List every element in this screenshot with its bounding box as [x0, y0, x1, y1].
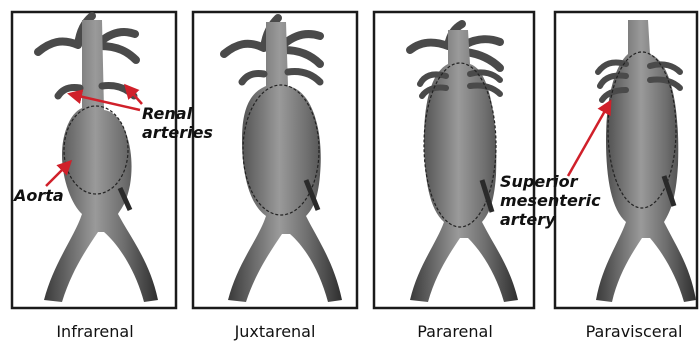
panel-label-pararenal: Pararenal	[400, 322, 510, 341]
annotation-line: artery	[500, 210, 601, 229]
aorta-annotation: Aorta	[14, 186, 64, 205]
aorta-illustration	[224, 18, 342, 302]
panel-label-paravisceral: Paravisceral	[574, 322, 694, 341]
arrow-sma	[568, 102, 610, 176]
panel-pararenal	[374, 12, 534, 308]
panel-label-juxtarenal: Juxtarenal	[220, 322, 330, 341]
sma-annotation: Superior mesenteric artery	[500, 172, 601, 229]
panel-infrarenal	[12, 12, 176, 308]
aorta-illustration	[410, 24, 518, 302]
panel-juxtarenal	[193, 12, 357, 308]
aorta-illustration	[38, 16, 158, 302]
annotation-line: Renal	[142, 104, 213, 123]
renal-arteries-annotation: Renal arteries	[142, 104, 213, 142]
annotation-line: Aorta	[14, 186, 64, 205]
panel-label-infrarenal: Infrarenal	[40, 322, 150, 341]
aorta-illustration	[596, 20, 696, 302]
annotation-line: arteries	[142, 123, 213, 142]
annotation-line: Superior	[500, 172, 601, 191]
annotation-line: mesenteric	[500, 191, 601, 210]
